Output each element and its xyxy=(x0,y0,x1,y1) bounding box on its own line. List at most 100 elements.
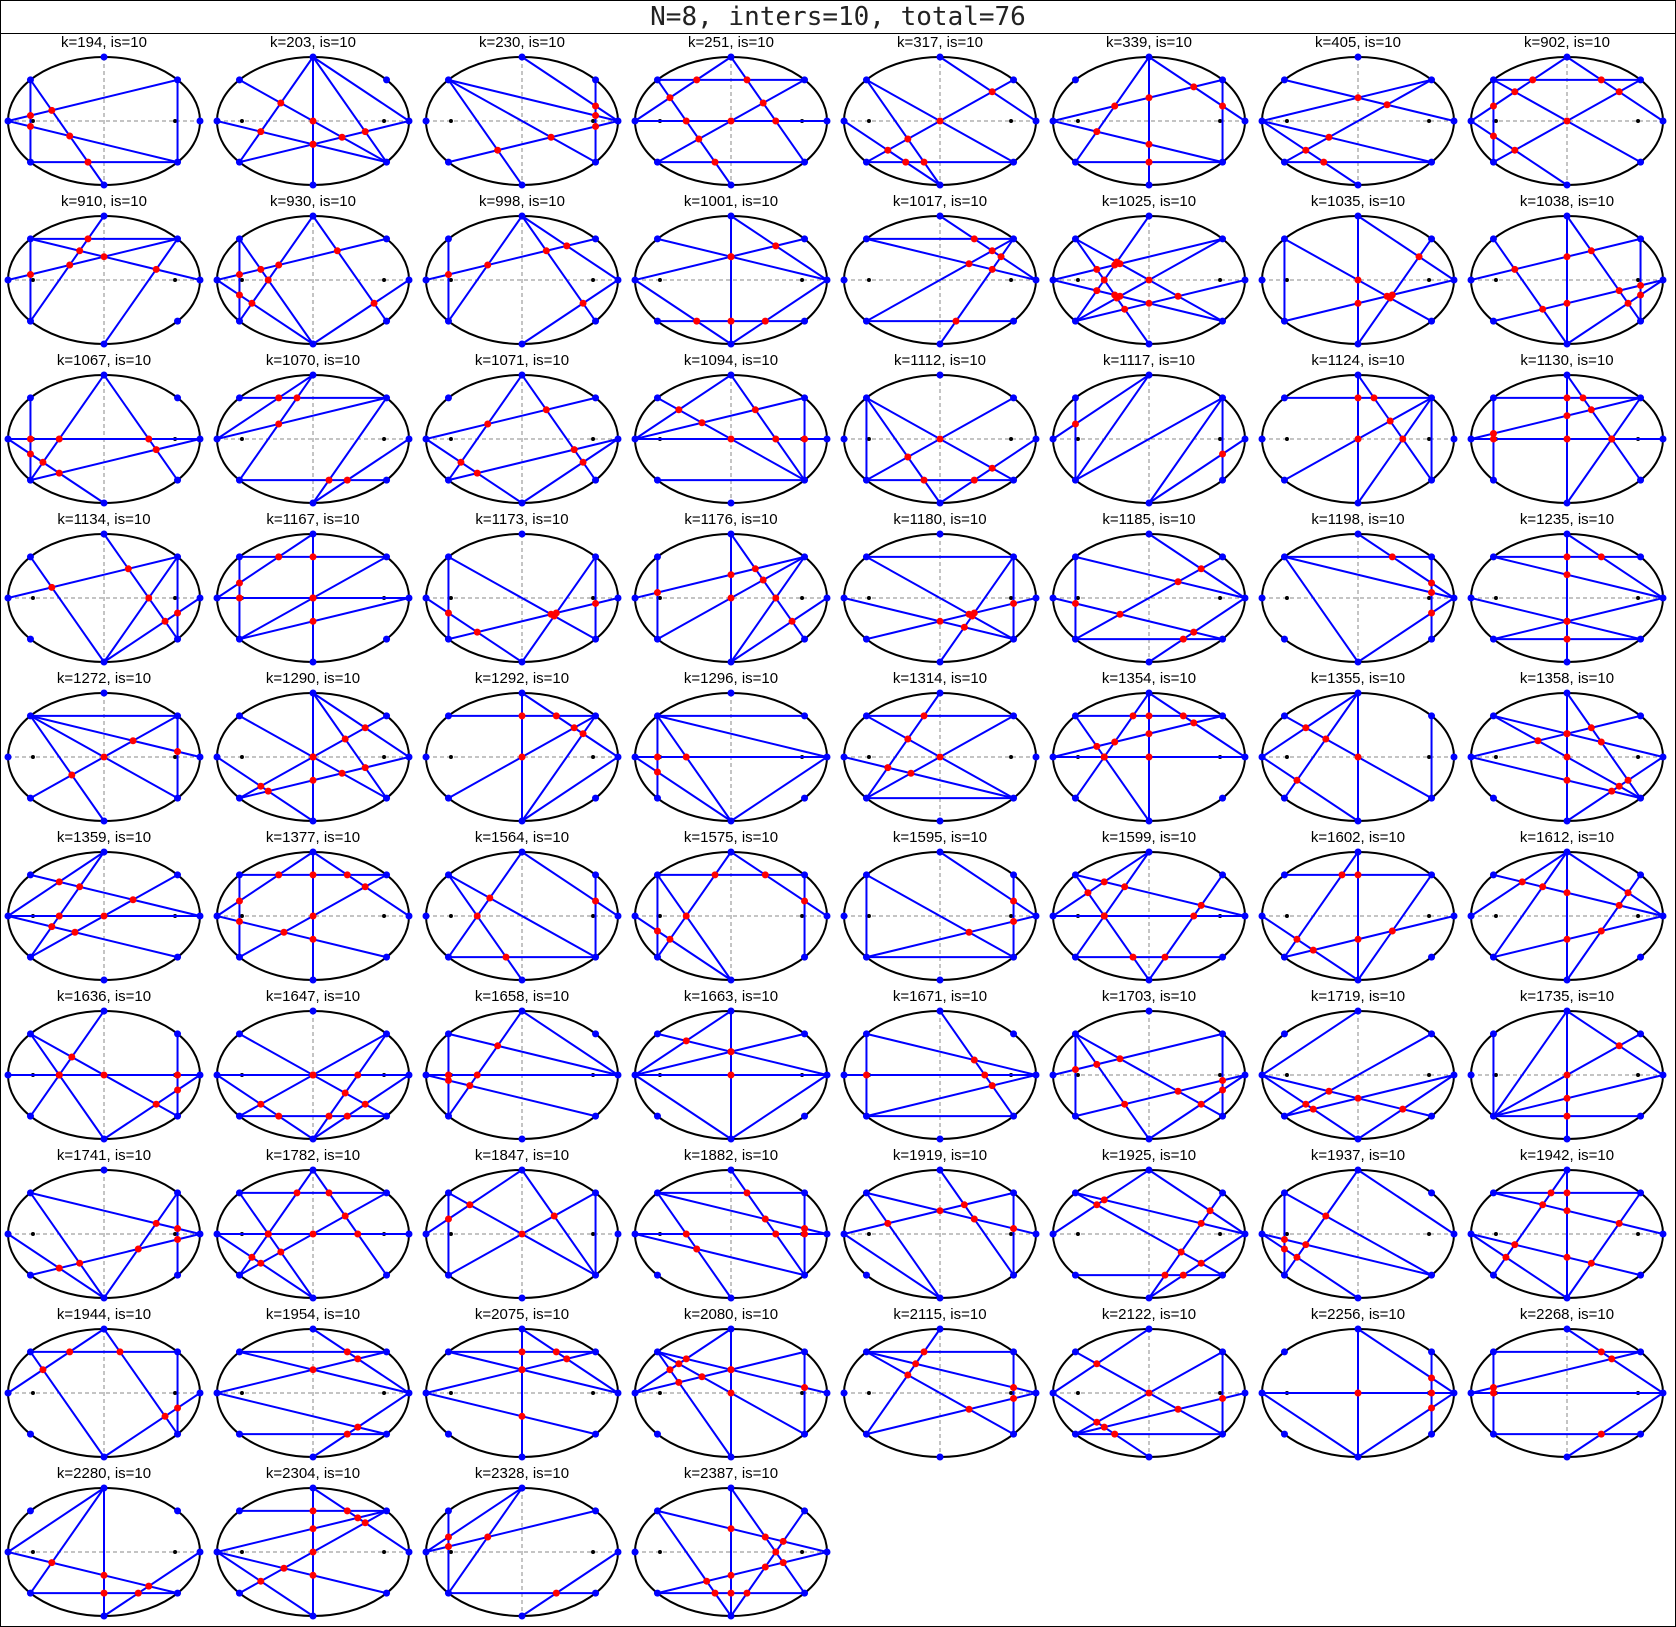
chord-line xyxy=(1052,1032,1223,1076)
intersection-point xyxy=(761,317,769,325)
chord-line xyxy=(312,692,410,758)
chord-line xyxy=(1470,597,1641,641)
chord-line xyxy=(216,374,314,440)
intersection-point xyxy=(354,1230,362,1238)
intersection-point xyxy=(309,553,317,561)
diagram-cell: k=2256, is=10 xyxy=(1258,1306,1458,1464)
diagram-label: k=1290, is=10 xyxy=(265,670,361,687)
vertex-point xyxy=(100,976,108,984)
intersection-point xyxy=(152,265,160,273)
intersection-point xyxy=(264,1230,272,1238)
intersection-point xyxy=(1563,1253,1571,1261)
diagram-cell: k=2122, is=10 xyxy=(1049,1306,1249,1464)
chord-line xyxy=(1148,597,1246,663)
intersection-point xyxy=(1615,88,1623,96)
chord-line xyxy=(1357,1392,1455,1458)
vertex-point xyxy=(1071,235,1079,243)
vertex-point xyxy=(213,753,221,761)
focus-point xyxy=(382,1550,387,1554)
vertex-point xyxy=(422,435,430,443)
chord-line xyxy=(865,79,941,186)
intersection-point xyxy=(1219,450,1227,458)
chord-diagram xyxy=(1467,1325,1667,1461)
vertex-point xyxy=(1563,1007,1571,1015)
diagram-label: k=1847, is=10 xyxy=(474,1147,570,1164)
focus-point xyxy=(591,1232,596,1236)
chord-diagram xyxy=(1258,689,1458,825)
vertex-point xyxy=(801,1271,809,1279)
intersection-point xyxy=(1489,430,1497,438)
intersection-point xyxy=(1093,742,1101,750)
vertex-point xyxy=(1010,635,1018,643)
vertex-point xyxy=(235,476,243,484)
intersection-point xyxy=(174,1235,182,1243)
vertex-point xyxy=(823,753,831,761)
diagram-label: k=1882, is=10 xyxy=(683,1147,779,1164)
focus-point xyxy=(448,914,453,918)
intersection-point xyxy=(1302,1241,1310,1249)
chord-diagram xyxy=(1258,53,1458,189)
vertex-point xyxy=(1428,712,1436,720)
vertex-point xyxy=(936,817,944,825)
vertex-point xyxy=(1032,1389,1040,1397)
diagram-cell: k=1038, is=10 xyxy=(1467,193,1667,351)
intersection-point xyxy=(703,1577,711,1585)
intersection-point xyxy=(1388,927,1396,935)
vertex-point xyxy=(862,953,870,961)
intersection-point xyxy=(1608,787,1616,795)
intersection-point xyxy=(309,594,317,602)
chord-diagram xyxy=(1467,212,1667,348)
intersection-point xyxy=(76,247,84,255)
vertex-point xyxy=(444,1430,452,1438)
focus-point xyxy=(30,1391,35,1395)
vertex-point xyxy=(444,317,452,325)
chord-line xyxy=(1261,1392,1359,1458)
vertex-point xyxy=(1489,1271,1497,1279)
intersection-point xyxy=(100,1589,108,1597)
intersection-point xyxy=(1597,76,1605,84)
vertex-point xyxy=(801,1589,809,1597)
vertex-point xyxy=(862,1189,870,1197)
vertex-point xyxy=(840,276,848,284)
vertex-point xyxy=(100,530,108,538)
vertex-point xyxy=(631,1230,639,1238)
vertex-point xyxy=(1258,753,1266,761)
vertex-point xyxy=(235,953,243,961)
vertex-point xyxy=(1428,76,1436,84)
focus-point xyxy=(382,278,387,282)
diagram-cell: k=1235, is=10 xyxy=(1467,511,1667,669)
chord-line xyxy=(866,1392,1037,1436)
intersection-point xyxy=(693,76,701,84)
chord-diagram xyxy=(1467,53,1667,189)
focus-point xyxy=(448,755,453,759)
vertex-point xyxy=(1637,712,1645,720)
intersection-point xyxy=(904,735,912,743)
vertex-point xyxy=(1563,848,1571,856)
chord-diagram xyxy=(4,212,204,348)
vertex-point xyxy=(518,976,526,984)
vertex-point xyxy=(1354,1294,1362,1302)
vertex-point xyxy=(1219,158,1227,166)
vertex-point xyxy=(653,476,661,484)
chord-line xyxy=(730,56,806,163)
vertex-point xyxy=(1241,1389,1249,1397)
vertex-point xyxy=(653,1112,661,1120)
vertex-point xyxy=(1032,594,1040,602)
diagram-cell: k=1782, is=10 xyxy=(213,1147,413,1305)
vertex-point xyxy=(823,1230,831,1238)
chord-line xyxy=(1566,1392,1664,1458)
intersection-point xyxy=(1428,1374,1436,1382)
intersection-point xyxy=(801,1230,809,1238)
intersection-point xyxy=(1197,1100,1205,1108)
vertex-point xyxy=(592,1189,600,1197)
focus-point xyxy=(866,278,871,282)
vertex-point xyxy=(444,953,452,961)
diagram-label: k=1292, is=10 xyxy=(474,670,570,687)
vertex-point xyxy=(1145,1135,1153,1143)
focus-point xyxy=(591,1391,596,1395)
vertex-point xyxy=(631,912,639,920)
focus-point xyxy=(448,1232,453,1236)
chord-line xyxy=(1148,1074,1246,1140)
intersection-point xyxy=(1489,1384,1497,1392)
vertex-point xyxy=(592,953,600,961)
